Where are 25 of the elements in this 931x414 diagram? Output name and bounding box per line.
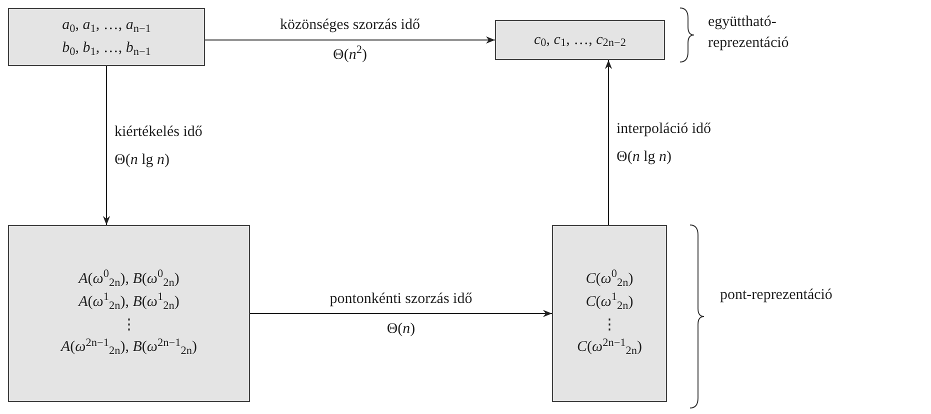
value-box: [495, 20, 665, 60]
formula-text: c$_{0}$, c$_{1}$, …, c$_{2n−2}$: [534, 30, 626, 50]
arrow: [204, 36, 496, 44]
value-box: [8, 8, 205, 66]
formula-text: a$_{0}$, a$_{1}$, …, a$_{n−1}$: [62, 16, 151, 35]
arrow: [250, 310, 552, 318]
value-box: [552, 225, 667, 402]
formula-text: C(ω$^{2n−1}$$_{2n}$): [576, 338, 642, 357]
formula-text: ⋮: [122, 316, 136, 334]
formula-text: b$_{0}$, b$_{1}$, …, b$_{n−1}$: [62, 39, 151, 58]
formula-text: A(ω$^{0}$$_{2n}$), B(ω$^{0}$$_{2n}$): [78, 270, 180, 289]
value-box: [8, 225, 250, 402]
edge-label: pontonkénti szorzás idő Θ(n): [328, 290, 474, 338]
edge-label: interpoláció idő Θ(n lg n): [616, 120, 712, 166]
formula-text: C(ω$^{1}$$_{2n}$): [586, 292, 634, 312]
formula-text: C(ω$^{0}$$_{2n}$): [586, 270, 634, 289]
edge-label: közönséges szorzás idő Θ(n$^{2}$): [280, 16, 420, 65]
formula-text: A(ω$^{1}$$_{2n}$), B(ω$^{1}$$_{2n}$): [78, 292, 180, 312]
arrow: [102, 66, 110, 226]
bracket-label: pont-reprezentáció: [720, 286, 834, 305]
edge-label: kiértékelés idő Θ(n lg n): [114, 122, 204, 170]
arrow: [604, 60, 612, 226]
bracket-label: együttható-reprezentáció: [708, 13, 790, 53]
formula-text: ⋮: [602, 316, 617, 334]
formula-text: A(ω$^{2n−1}$$_{2n}$), B(ω$^{2n−1}$$_{2n}$): [61, 338, 197, 357]
